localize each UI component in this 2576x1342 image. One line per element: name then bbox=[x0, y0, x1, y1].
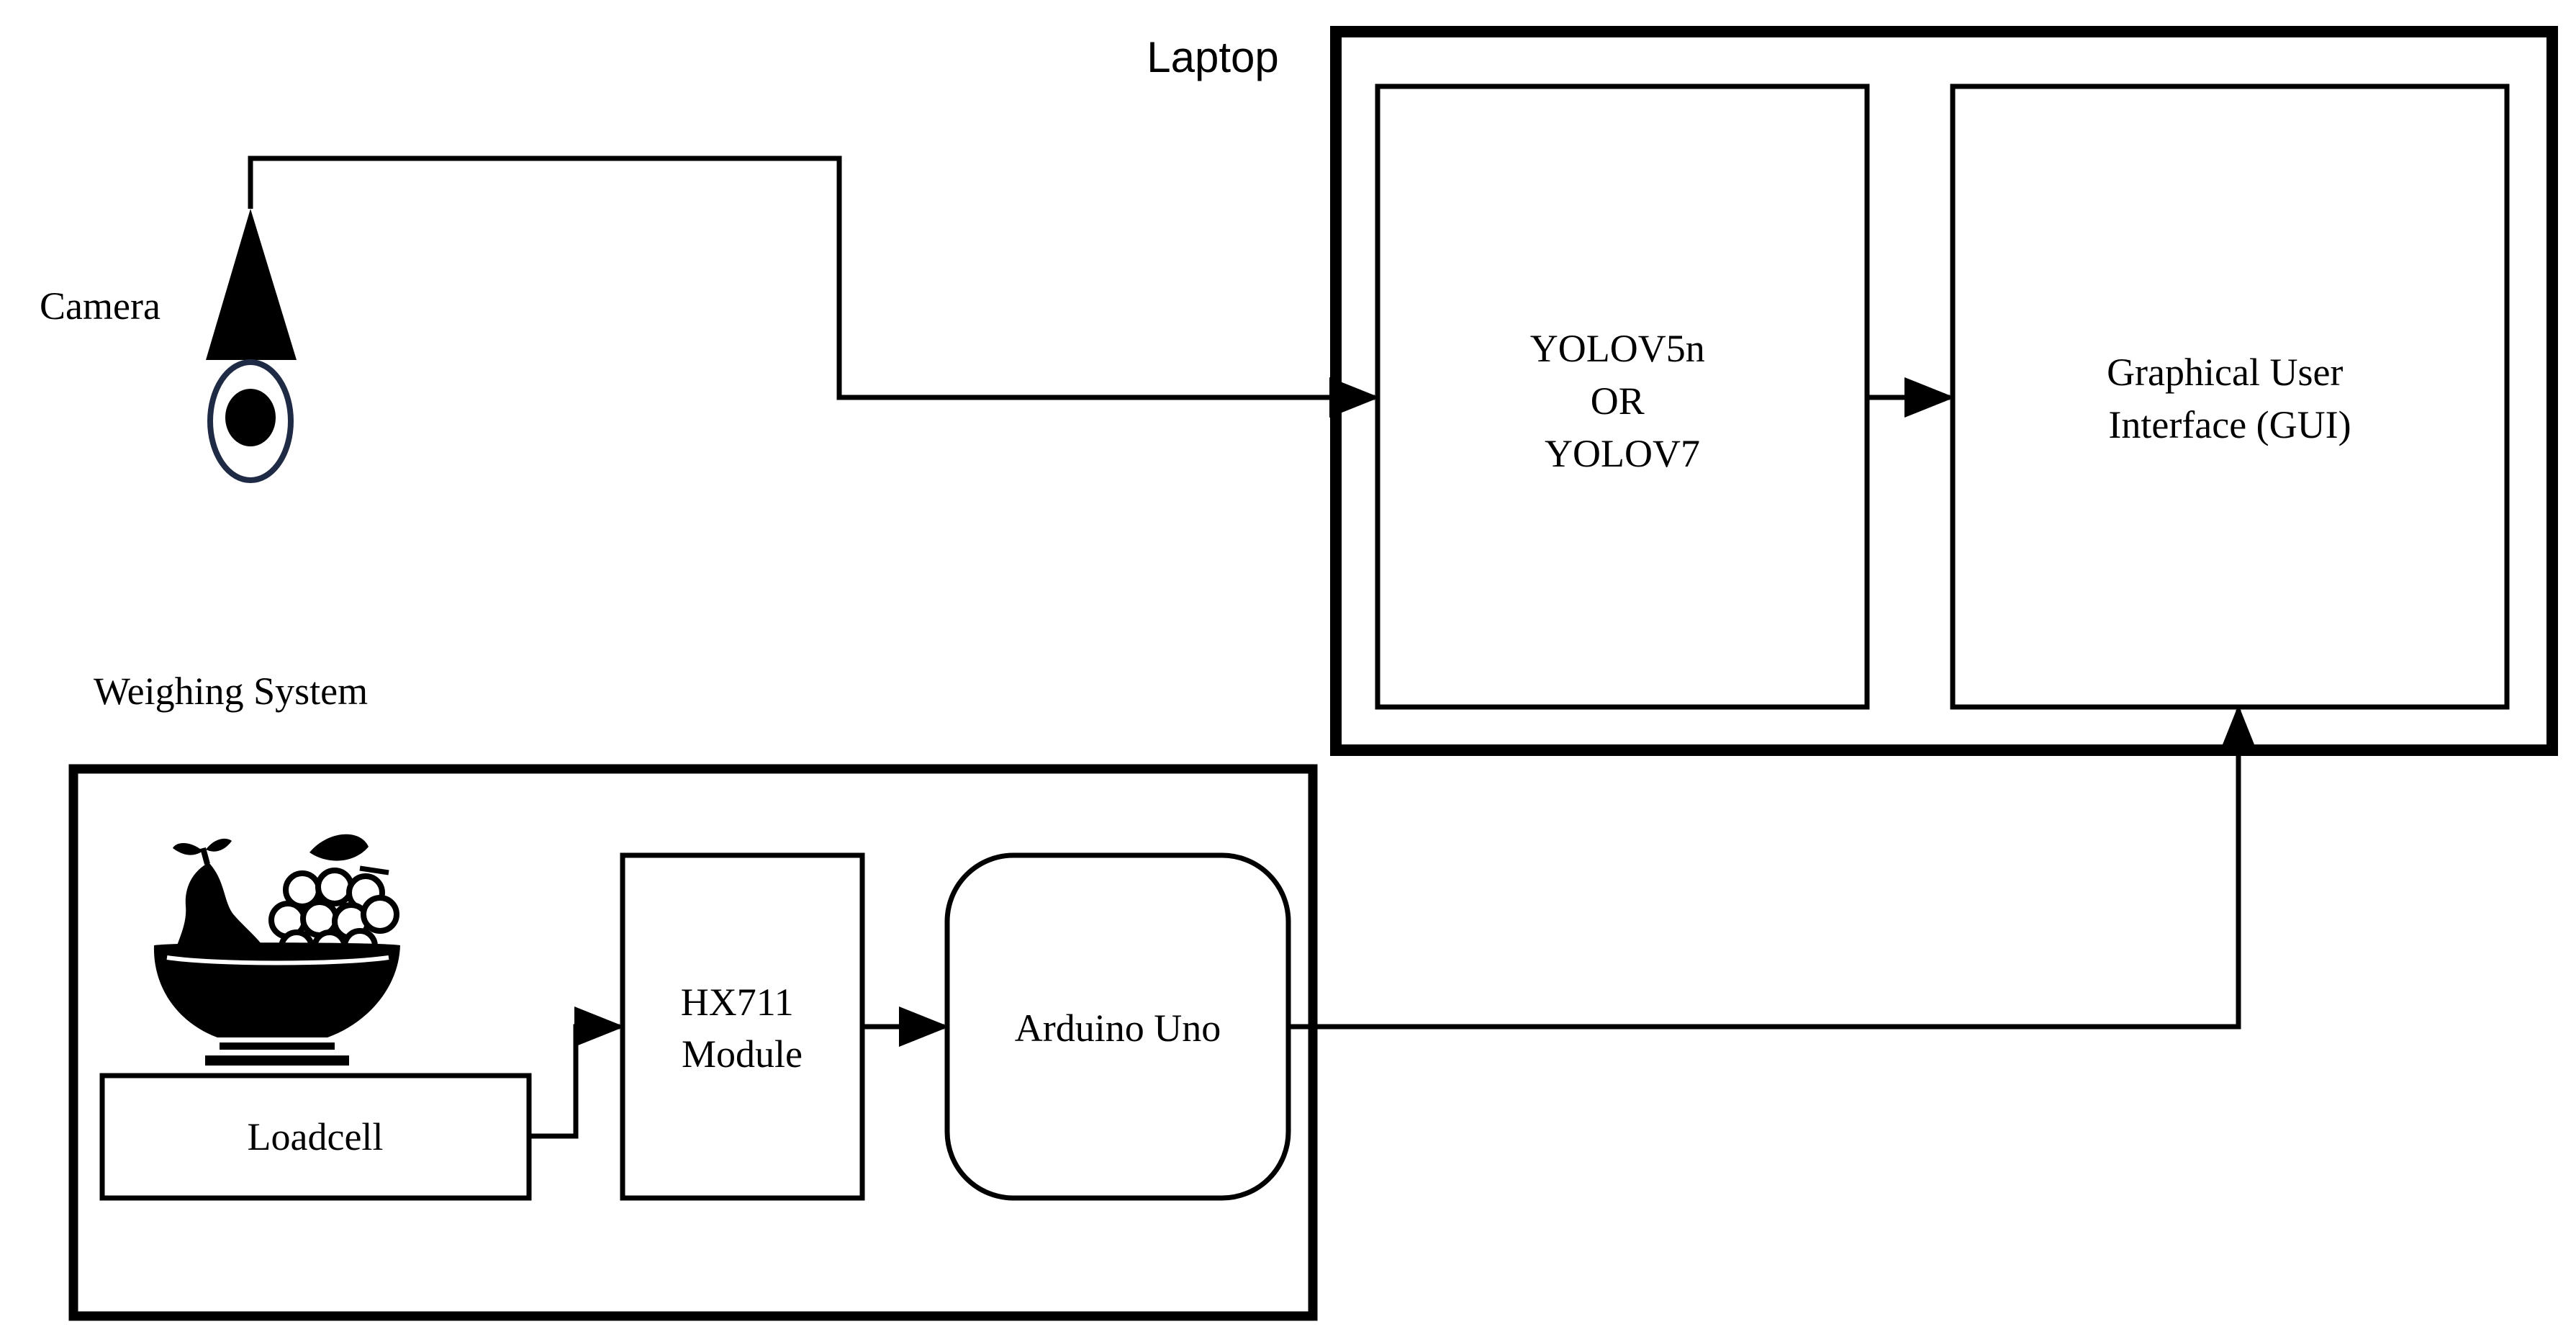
gui-line-2: Interface (GUI) bbox=[2108, 403, 2351, 446]
yolo-line-2: OR bbox=[1591, 379, 1645, 423]
laptop-container bbox=[1330, 26, 2558, 756]
gui-line-1: Graphical User bbox=[2107, 351, 2343, 394]
fruit-bowl-icon bbox=[153, 834, 400, 1066]
yolo-line-3: YOLOV7 bbox=[1545, 432, 1700, 475]
svg-text:Graphical User Interface: Graphical User Interface (GUI) bbox=[2107, 351, 2353, 446]
hx711-line-2: Module bbox=[682, 1032, 803, 1076]
yolo-model-block: YOLOV5n OR YOLOV7 bbox=[1375, 84, 1870, 710]
camera-label: Camera bbox=[40, 284, 161, 328]
svg-text:HX711 Module: HX711 Module bbox=[681, 981, 804, 1076]
loadcell-label: Loadcell bbox=[248, 1115, 384, 1158]
weighing-system-container bbox=[68, 764, 1318, 1321]
arduino-to-gui-connector bbox=[1288, 705, 2259, 1030]
hx711-module-block: HX711 Module bbox=[620, 852, 865, 1201]
laptop-label: Laptop bbox=[1147, 33, 1279, 81]
camera-icon bbox=[206, 209, 297, 483]
weighing-system-label: Weighing System bbox=[94, 670, 368, 713]
loadcell-block: Loadcell bbox=[99, 1073, 532, 1201]
hx711-line-1: HX711 bbox=[681, 981, 794, 1024]
arduino-uno-label: Arduino Uno bbox=[1015, 1006, 1221, 1050]
gui-block: Graphical User Interface (GUI) bbox=[1950, 84, 2510, 710]
arduino-uno-block: Arduino Uno bbox=[944, 852, 1291, 1201]
svg-text:YOLOV5n OR YOLOV7: YOLOV5n OR YOLOV7 bbox=[1530, 327, 1714, 475]
loadcell-to-hx711-connector bbox=[529, 1006, 625, 1139]
yolo-line-1: YOLOV5n bbox=[1530, 327, 1705, 370]
camera-to-yolo-connector bbox=[248, 156, 1380, 418]
